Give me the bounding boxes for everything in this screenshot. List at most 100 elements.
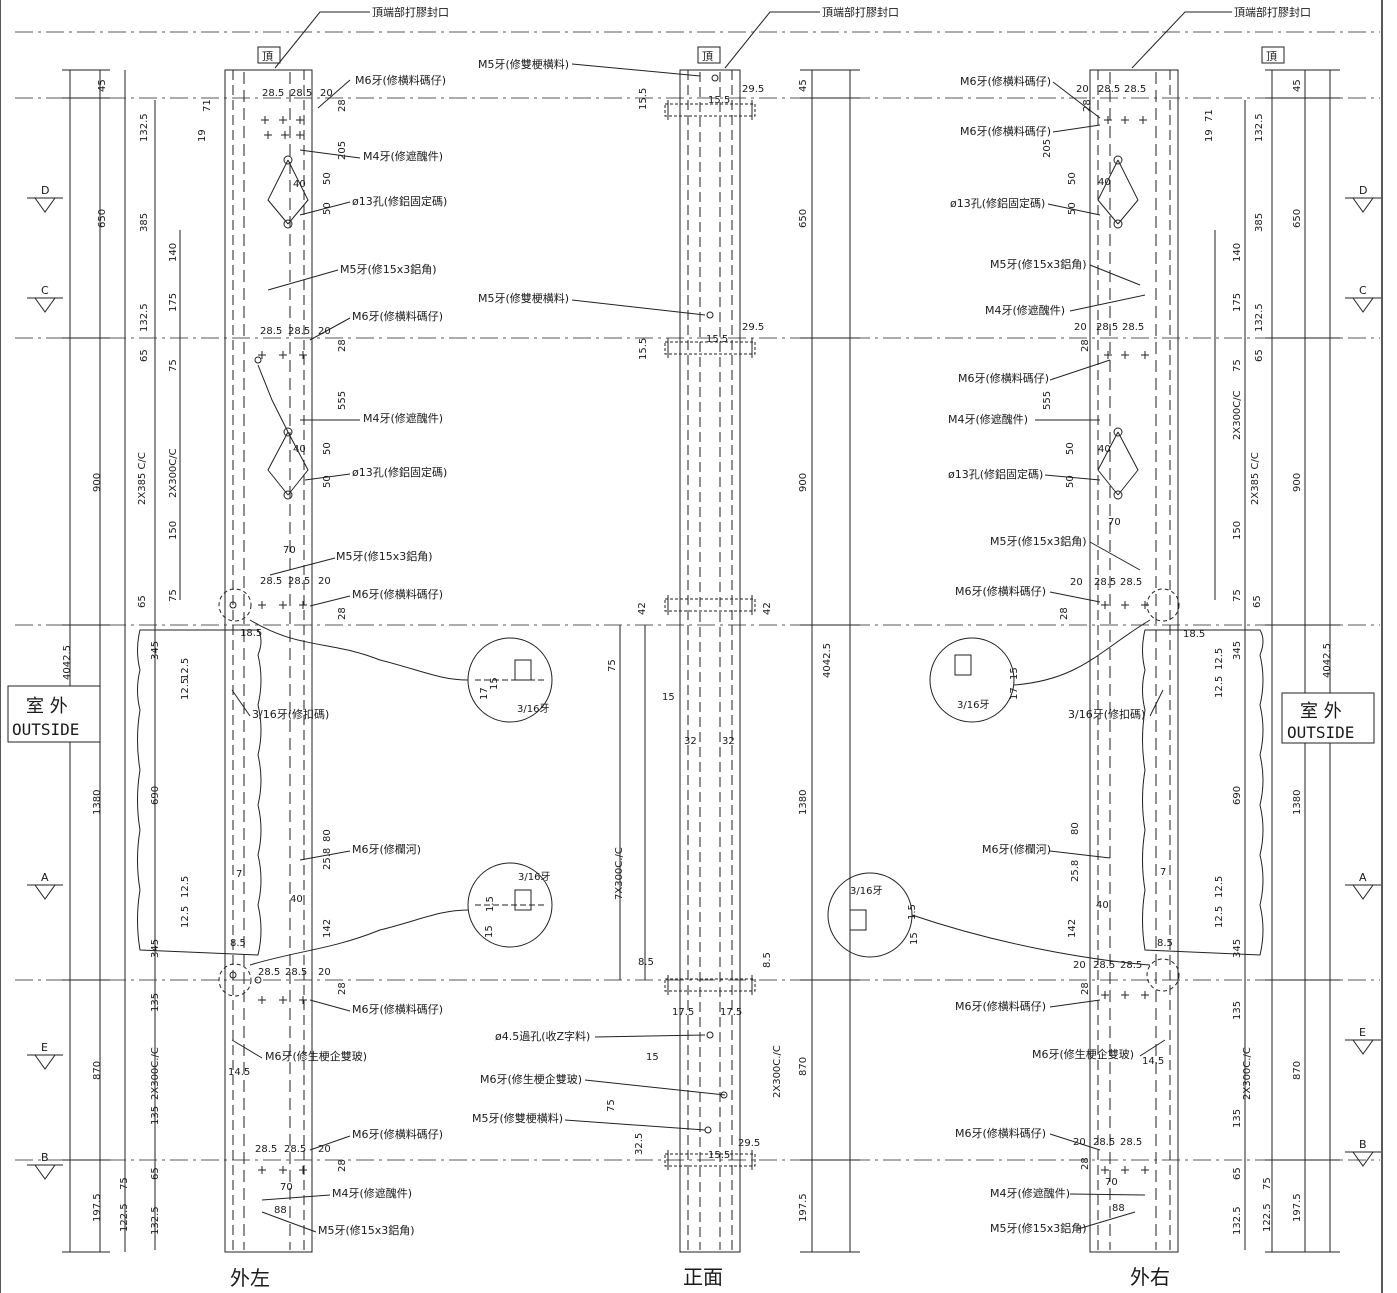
front-dimension: 29.5 bbox=[742, 84, 764, 95]
small-dimension: 20 bbox=[1073, 960, 1086, 971]
callout-leader bbox=[231, 689, 251, 717]
front-dimension: 75 bbox=[607, 659, 618, 672]
fastener-detail bbox=[664, 103, 756, 117]
small-dimension: 12.5 bbox=[180, 678, 191, 700]
small-dimension: 40 bbox=[293, 179, 306, 190]
front-dimension: 15.5 bbox=[708, 95, 730, 106]
detail-leader bbox=[911, 914, 1151, 966]
outside-label-box bbox=[7, 685, 101, 743]
overall-dimension: 650 bbox=[1292, 209, 1303, 228]
total-dimension: 4042.5 bbox=[62, 645, 73, 680]
outside-label-en: OUTSIDE bbox=[12, 720, 79, 739]
callout-note: M5牙(修雙梗横料) bbox=[472, 1111, 563, 1125]
sub-dimension: 140 bbox=[1232, 243, 1243, 262]
small-dimension: 50 bbox=[322, 172, 333, 185]
front-dimension: 8.5 bbox=[762, 952, 773, 968]
small-dimension: 28 bbox=[337, 607, 348, 620]
overall-dimension: 900 bbox=[92, 473, 103, 492]
front-dimension: 15 bbox=[662, 692, 675, 703]
screw-hole-marker bbox=[279, 1166, 287, 1174]
sub-dimension: 135 bbox=[150, 993, 161, 1012]
sub-dimension: 385 bbox=[1254, 213, 1265, 232]
callout-note: M6牙(修横料碼仔) bbox=[955, 1126, 1046, 1140]
small-dimension: 50 bbox=[1067, 202, 1078, 215]
screw-hole-marker bbox=[299, 601, 307, 609]
small-dimension: 20 bbox=[318, 576, 331, 587]
front-dimension: 8.5 bbox=[638, 957, 654, 968]
small-dimension: 19 bbox=[1204, 129, 1215, 142]
overall-dimension: 45 bbox=[1292, 79, 1303, 92]
small-dimension: 28.5 bbox=[1122, 322, 1144, 333]
top-seal-note: 頂端部打膠封口 bbox=[1234, 5, 1311, 19]
overall-dimension: 197.5 bbox=[92, 1193, 103, 1222]
leader-line bbox=[1097, 431, 1139, 496]
callout-leader bbox=[317, 79, 351, 109]
screw-hole-marker bbox=[279, 996, 287, 1004]
small-dimension: 12.5 bbox=[180, 906, 191, 928]
screw-hole-marker bbox=[1121, 991, 1129, 999]
sub-dimension: 65 bbox=[1252, 595, 1263, 608]
sub-dimension: 132.5 bbox=[1254, 113, 1265, 142]
detail-label: 3/16牙 bbox=[957, 699, 989, 711]
top-tag-box bbox=[257, 46, 281, 64]
screw-hole-marker bbox=[299, 1166, 307, 1174]
screw-hole-marker bbox=[1101, 1166, 1109, 1174]
front-dimension: 15.5 bbox=[708, 1150, 730, 1161]
small-dimension: 50 bbox=[1065, 475, 1076, 488]
callout-leader bbox=[1049, 850, 1111, 859]
top-seal-note: 頂端部打膠封口 bbox=[822, 5, 899, 19]
front-dimension: 29.5 bbox=[738, 1138, 760, 1149]
callout-note: ø13孔(修鋁固定碼) bbox=[948, 467, 1043, 481]
sub-dimension: 135 bbox=[150, 1106, 161, 1125]
overall-dimension: 45 bbox=[97, 79, 108, 92]
small-dimension: 28 bbox=[1082, 99, 1093, 112]
callout-note: M6牙(修生梗企雙玻) bbox=[1032, 1047, 1134, 1061]
small-dimension: 7 bbox=[236, 869, 242, 880]
small-dimension: 28.5 bbox=[1093, 960, 1115, 971]
top-seal-note: 頂端部打膠封口 bbox=[372, 5, 449, 19]
small-dimension: 14.5 bbox=[1142, 1056, 1164, 1067]
small-dimension: 28 bbox=[1080, 982, 1091, 995]
small-dimension: 205 bbox=[1042, 139, 1053, 158]
fixing-hole bbox=[283, 490, 293, 500]
top-tag: 頂 bbox=[1266, 50, 1277, 63]
fixing-hole bbox=[1113, 427, 1123, 437]
section-marker-arrow bbox=[34, 884, 56, 900]
screw-hole-marker bbox=[261, 116, 269, 124]
callout-note: M6牙(修横料碼仔) bbox=[355, 73, 446, 87]
fastener-detail bbox=[664, 598, 756, 612]
small-dimension: 70 bbox=[283, 545, 296, 556]
screw-hole-marker bbox=[258, 351, 266, 359]
sub-dimension: 75 bbox=[1262, 1177, 1273, 1190]
overall-dimension: 870 bbox=[1292, 1061, 1303, 1080]
sub-dimension: 65 bbox=[150, 1167, 161, 1180]
callout-leader bbox=[309, 1135, 351, 1151]
callout-note: M6牙(修横料碼仔) bbox=[352, 1002, 443, 1016]
small-dimension: 70 bbox=[280, 1182, 293, 1193]
sub-dimension: 122.5 bbox=[119, 1203, 130, 1232]
front-dimension: 32 bbox=[684, 736, 697, 747]
detail-label: 3/16牙 bbox=[518, 871, 550, 883]
screw-hole-marker bbox=[1121, 116, 1129, 124]
small-dimension: 40 bbox=[290, 894, 303, 905]
fixing-hole bbox=[1113, 490, 1123, 500]
small-dimension: 28.5 bbox=[1120, 1137, 1142, 1148]
top-tag: 頂 bbox=[702, 50, 713, 63]
front-dimension: 42 bbox=[637, 602, 648, 615]
overall-dimension: 900 bbox=[1292, 473, 1303, 492]
callout-note: M6牙(修横料碼仔) bbox=[352, 1127, 443, 1141]
overall-dimension: 1380 bbox=[92, 790, 103, 815]
small-dimension: 28.5 bbox=[262, 88, 284, 99]
fixing-hole bbox=[229, 601, 237, 609]
section-marker-letter: C bbox=[1359, 284, 1367, 297]
small-dimension: 142 bbox=[1067, 919, 1078, 938]
callout-note: M5牙(修雙梗横料) bbox=[478, 291, 569, 305]
callout-leader bbox=[309, 595, 351, 607]
screw-hole-marker bbox=[279, 351, 287, 359]
callout-leader bbox=[309, 317, 351, 341]
sub-dimension: 132.5 bbox=[1254, 303, 1265, 332]
small-dimension: 14.5 bbox=[228, 1067, 250, 1078]
overall-dimension: 1380 bbox=[798, 790, 809, 815]
small-dimension: 28 bbox=[337, 1159, 348, 1172]
detail-dimension: 15 bbox=[489, 677, 500, 690]
